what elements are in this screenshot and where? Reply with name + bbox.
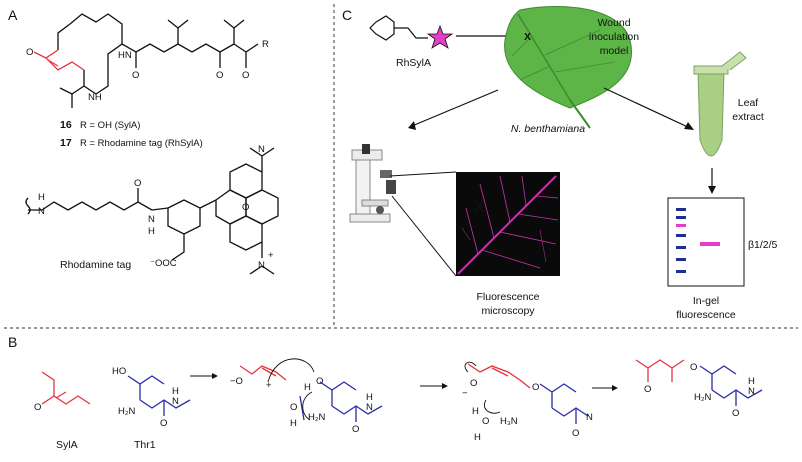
prod-n: N xyxy=(748,386,755,397)
microscopy-x-mark: X xyxy=(474,199,485,216)
ingel-label-2: fluorescence xyxy=(676,309,736,321)
rh-atom-o2: O xyxy=(242,202,249,213)
atom-nh-1: NH xyxy=(88,92,102,103)
syla-enone xyxy=(41,371,91,405)
int2-o4: O xyxy=(572,428,579,439)
rh-atom-nplus: N xyxy=(258,260,265,271)
int1-ominus: −O xyxy=(230,376,243,387)
int1-nh: H xyxy=(366,392,373,403)
enone-red xyxy=(44,49,85,71)
leaf-illustration xyxy=(504,6,633,129)
atom-o-3: O xyxy=(242,70,249,81)
thr1-h: H xyxy=(172,386,179,397)
int2-n: N xyxy=(586,412,593,423)
zoom-line-bottom xyxy=(391,195,457,277)
wound-label-3: model xyxy=(600,45,629,57)
int2-o: O xyxy=(470,378,477,389)
syla-structure xyxy=(33,13,259,108)
thr1-h2n: H₂N xyxy=(118,406,136,417)
intermediate-1 xyxy=(239,358,383,422)
zoom-line-top xyxy=(389,171,457,177)
fluor-micro-1: Fluorescence xyxy=(476,291,539,303)
prod-h: H xyxy=(748,376,755,387)
leaf-species-label: N. benthamiana xyxy=(511,123,585,135)
tube-illustration xyxy=(693,51,747,157)
thr1-n: N xyxy=(172,396,179,407)
rhodamine-structure xyxy=(25,147,279,275)
int1-h2n: H₂N xyxy=(308,412,326,423)
atom-o-1: O xyxy=(132,70,139,81)
arrowhead-microscope xyxy=(408,121,416,130)
compound-16-label: R = OH (SylA) xyxy=(80,120,140,131)
atom-o-red: O xyxy=(26,47,33,58)
prod-o: O xyxy=(690,362,697,373)
star-icon xyxy=(426,24,454,49)
arrowhead-tube xyxy=(684,122,694,130)
arrowhead-b-1 xyxy=(212,373,218,379)
prod-o-red: O xyxy=(644,384,651,395)
arrowhead-b-2 xyxy=(442,383,448,389)
arrow-to-tube xyxy=(603,87,691,129)
int1-n: N xyxy=(366,402,373,413)
int2-h2: H xyxy=(474,432,481,443)
wound-label-1: Wound xyxy=(597,17,630,29)
compound-17-number: 17 xyxy=(60,137,72,149)
int2-h: H xyxy=(472,406,479,417)
int2-h3n: H₃N xyxy=(500,416,518,427)
int1-h: H xyxy=(304,382,311,393)
rhodamine-tag-label: Rhodamine tag xyxy=(60,259,131,271)
gel-band-magenta xyxy=(700,242,720,246)
int2-o3: O xyxy=(482,416,489,427)
int1-h2: H xyxy=(290,418,297,429)
panel-label-b: B xyxy=(8,334,17,350)
arrowhead-b-3 xyxy=(612,385,618,391)
rh-atom-n: N xyxy=(38,206,45,217)
thr1-structure xyxy=(127,375,191,416)
prod-h2n: H₂N xyxy=(694,392,712,403)
compound-16-number: 16 xyxy=(60,119,72,131)
gel-panel xyxy=(667,197,745,287)
rh-atom-h2: H xyxy=(148,226,155,237)
rh-atom-plus: + xyxy=(268,250,274,261)
leaf-extract-1: Leaf xyxy=(738,97,759,109)
int2-o2: O xyxy=(532,382,539,393)
syla-o: O xyxy=(34,402,41,413)
intermediate-2 xyxy=(464,361,589,424)
int1-o3: O xyxy=(352,424,359,435)
leaf-x-mark: X xyxy=(524,31,531,43)
microscopy-image xyxy=(456,172,560,276)
rh-atom-h: H xyxy=(38,192,45,203)
panel-label-c: C xyxy=(342,7,352,23)
int1-o: O xyxy=(316,376,323,387)
r-group: R xyxy=(262,39,269,50)
compound-17-label: R = Rhodamine tag (RhSylA) xyxy=(80,138,203,149)
wound-label-2: inoculation xyxy=(589,31,639,43)
thr1-b-label: Thr1 xyxy=(134,439,156,451)
prod-o2: O xyxy=(732,408,739,419)
arrow-to-microscope xyxy=(411,89,499,127)
syla-b-label: SylA xyxy=(56,439,78,451)
rh-atom-ooc: ⁻OOC xyxy=(150,258,177,269)
product-structure xyxy=(635,359,763,406)
beta-label: β1/2/5 xyxy=(748,239,778,251)
thr1-ho: HO xyxy=(112,366,126,377)
atom-hn-1: HN xyxy=(118,50,132,61)
ingel-label-1: In-gel xyxy=(693,295,719,307)
panel-label-a: A xyxy=(8,7,18,23)
int1-o2: O xyxy=(290,402,297,413)
rh-atom-n-top: N xyxy=(258,144,265,155)
rh-atom-o: O xyxy=(134,178,141,189)
thr1-o: O xyxy=(160,418,167,429)
rhsyla-label: RhSylA xyxy=(396,57,431,69)
fluor-micro-2: microscopy xyxy=(481,305,535,317)
leaf-extract-2: extract xyxy=(732,111,764,123)
rhsyla-icon xyxy=(369,15,454,49)
arrowhead-gel xyxy=(708,186,716,194)
rh-atom-n2: N xyxy=(148,214,155,225)
int1-plus: + xyxy=(266,380,272,391)
int2-minus: − xyxy=(462,388,468,399)
atom-o-2: O xyxy=(216,70,223,81)
microscope-illustration xyxy=(349,144,396,223)
